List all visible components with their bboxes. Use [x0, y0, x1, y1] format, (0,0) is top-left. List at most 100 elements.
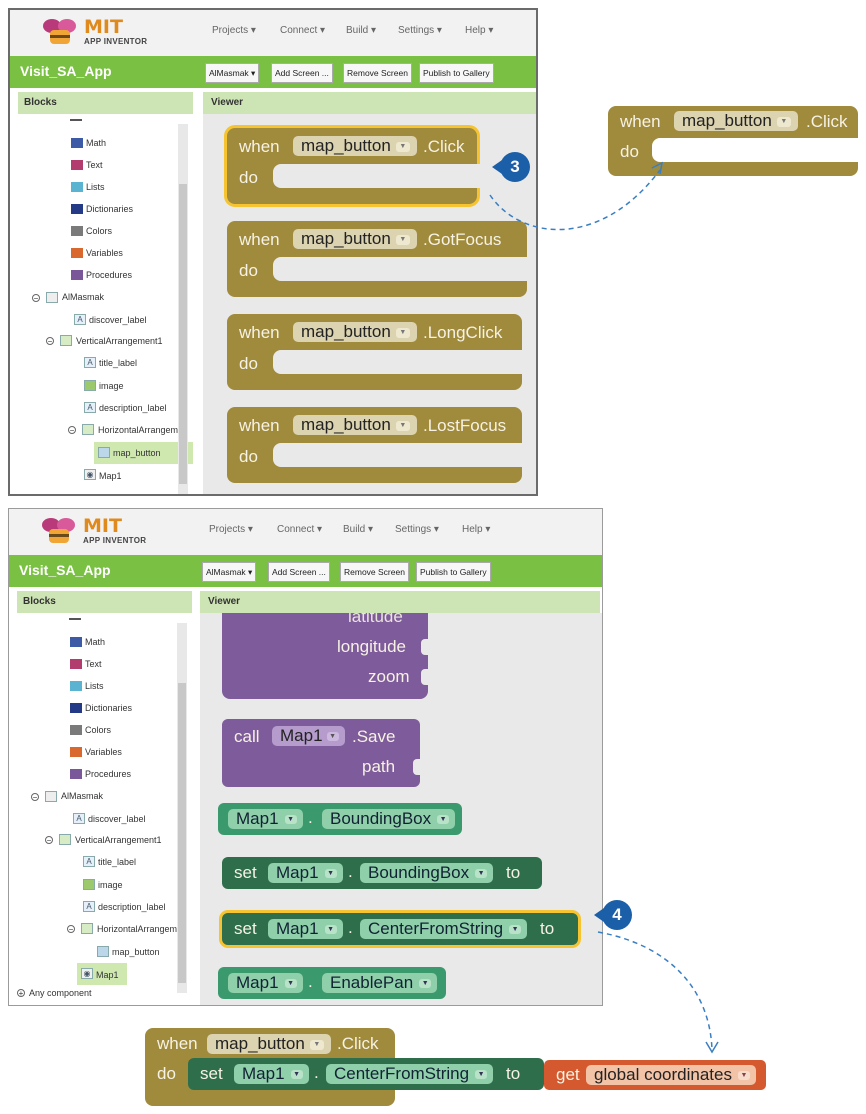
set-centerfromstring-block[interactable]: set Map1▼ . CenterFromString▼ to: [222, 913, 578, 945]
tree-scrollbar[interactable]: [177, 623, 187, 993]
collapse-toggle-icon[interactable]: −: [31, 793, 39, 802]
collapse-toggle-icon[interactable]: −: [46, 337, 54, 346]
do-slot[interactable]: [273, 164, 483, 188]
screen-dropdown[interactable]: AlMasmak ▾: [202, 562, 257, 582]
button-component-icon: [97, 946, 109, 957]
variables-swatch: [70, 747, 82, 757]
property-dropdown[interactable]: CenterFromString▼: [360, 919, 528, 939]
scrollbar-thumb[interactable]: [179, 184, 187, 484]
tree-title-label[interactable]: title_label: [98, 857, 137, 867]
do-slot[interactable]: [273, 257, 533, 281]
tree-variables[interactable]: Variables: [86, 248, 123, 258]
blocks-viewer[interactable]: when map_button▼ .Click do when map_butt…: [203, 114, 536, 494]
tree-procedures[interactable]: Procedures: [85, 769, 132, 779]
collapse-toggle-icon[interactable]: −: [45, 836, 53, 845]
tree-screen[interactable]: AlMasmak: [61, 791, 104, 801]
tree-math[interactable]: Math: [85, 637, 106, 647]
component-dropdown[interactable]: map_button▼: [293, 322, 417, 342]
tree-map-button[interactable]: map_button: [113, 448, 161, 458]
blocks-viewer[interactable]: latitude longitude zoom call Map1▼ .Save…: [200, 613, 602, 1005]
component-dropdown[interactable]: Map1▼: [228, 809, 303, 829]
scrollbar-thumb[interactable]: [178, 683, 186, 983]
call-map-save-block[interactable]: call Map1▼ .Save path: [222, 719, 421, 787]
menu-projects[interactable]: Projects ▾: [209, 524, 253, 535]
tree-any-component[interactable]: Any component: [29, 988, 92, 998]
event-block-lostfocus[interactable]: when map_button▼ .LostFocus do: [227, 407, 533, 483]
expand-toggle-icon[interactable]: +: [17, 989, 25, 998]
menu-connect[interactable]: Connect ▾: [280, 25, 326, 36]
tree-map-button[interactable]: map_button: [112, 947, 160, 957]
tree-vertical-arrangement[interactable]: VerticalArrangement1: [75, 835, 162, 845]
tree-description-label[interactable]: description_label: [99, 403, 167, 413]
map-method-block-partial[interactable]: latitude longitude zoom: [222, 613, 429, 699]
event-name: .Click: [337, 1034, 379, 1053]
tree-text[interactable]: Text: [85, 659, 102, 669]
remove-screen-button[interactable]: Remove Screen: [343, 63, 412, 83]
tree-lists[interactable]: Lists: [85, 681, 104, 691]
tree-colors[interactable]: Colors: [86, 226, 113, 236]
collapse-toggle-icon[interactable]: −: [32, 294, 40, 303]
tree-variables[interactable]: Variables: [85, 747, 122, 757]
screen-icon: [45, 791, 57, 802]
publish-button[interactable]: Publish to Gallery: [419, 63, 494, 83]
tree-dictionaries[interactable]: Dictionaries: [86, 204, 134, 214]
tree-description-label[interactable]: description_label: [98, 902, 166, 912]
property-dropdown[interactable]: BoundingBox▼: [322, 809, 456, 829]
component-name: map_button: [215, 1034, 305, 1053]
tree-map1[interactable]: Map1: [96, 970, 119, 980]
component-dropdown[interactable]: map_button▼: [293, 136, 417, 156]
tree-discover-label[interactable]: discover_label: [88, 814, 146, 824]
event-block-longclick[interactable]: when map_button▼ .LongClick do: [227, 314, 533, 390]
menu-help[interactable]: Help ▾: [465, 25, 494, 36]
event-block-click[interactable]: when map_button▼ .Click do: [227, 128, 483, 204]
tree-title-label[interactable]: title_label: [99, 358, 138, 368]
menu-settings[interactable]: Settings ▾: [398, 25, 442, 36]
tree-lists[interactable]: Lists: [86, 182, 105, 192]
component-dropdown[interactable]: Map1▼: [268, 919, 343, 939]
collapse-toggle-icon[interactable]: −: [67, 925, 75, 934]
tree-colors[interactable]: Colors: [85, 725, 112, 735]
menu-settings[interactable]: Settings ▾: [395, 524, 439, 535]
component-dropdown[interactable]: Map1▼: [228, 973, 303, 993]
remove-screen-button[interactable]: Remove Screen: [340, 562, 409, 582]
tree-map1[interactable]: Map1: [99, 471, 122, 481]
tree-horizontal-arrangement[interactable]: HorizontalArrangem: [97, 924, 178, 934]
tree-screen[interactable]: AlMasmak: [62, 292, 105, 302]
do-slot[interactable]: [273, 350, 533, 374]
collapse-toggle-icon[interactable]: −: [68, 426, 76, 435]
tree-text[interactable]: Text: [86, 160, 103, 170]
tree-dictionaries[interactable]: Dictionaries: [85, 703, 133, 713]
tree-procedures[interactable]: Procedures: [86, 270, 133, 280]
tree-math[interactable]: Math: [86, 138, 107, 148]
add-screen-button[interactable]: Add Screen ...: [271, 63, 333, 83]
component-dropdown[interactable]: Map1▼: [268, 863, 343, 883]
property-dropdown[interactable]: BoundingBox▼: [360, 863, 494, 883]
mit-logo: MIT APP INVENTOR: [40, 16, 160, 52]
tree-scrollbar[interactable]: [178, 124, 188, 494]
component-dropdown[interactable]: map_button▼: [293, 229, 417, 249]
tree-image[interactable]: image: [98, 880, 123, 890]
menu-build[interactable]: Build ▾: [343, 524, 374, 535]
kw-get: get: [556, 1065, 580, 1084]
event-block-gotfocus[interactable]: when map_button▼ .GotFocus do: [227, 221, 533, 297]
variables-swatch: [71, 248, 83, 258]
property-dropdown[interactable]: EnablePan▼: [322, 973, 438, 993]
logo-subtitle: APP INVENTOR: [84, 37, 148, 46]
map-enablepan-getter[interactable]: Map1▼ . EnablePan▼: [218, 967, 446, 999]
component-dropdown[interactable]: Map1▼: [272, 726, 345, 746]
add-screen-button[interactable]: Add Screen ...: [268, 562, 330, 582]
tree-vertical-arrangement[interactable]: VerticalArrangement1: [76, 336, 163, 346]
menu-build[interactable]: Build ▾: [346, 25, 377, 36]
menu-help[interactable]: Help ▾: [462, 524, 491, 535]
tree-horizontal-arrangement[interactable]: HorizontalArrangem: [98, 425, 179, 435]
component-dropdown[interactable]: map_button▼: [293, 415, 417, 435]
menu-connect[interactable]: Connect ▾: [277, 524, 323, 535]
tree-image[interactable]: image: [99, 381, 124, 391]
do-slot[interactable]: [273, 443, 533, 467]
tree-discover-label[interactable]: discover_label: [89, 315, 147, 325]
set-boundingbox-block[interactable]: set Map1▼ . BoundingBox▼ to: [222, 857, 542, 889]
menu-projects[interactable]: Projects ▾: [212, 25, 256, 36]
screen-dropdown[interactable]: AlMasmak ▾: [205, 63, 260, 83]
publish-button[interactable]: Publish to Gallery: [416, 562, 491, 582]
map-boundingbox-getter[interactable]: Map1▼ . BoundingBox▼: [218, 803, 462, 835]
